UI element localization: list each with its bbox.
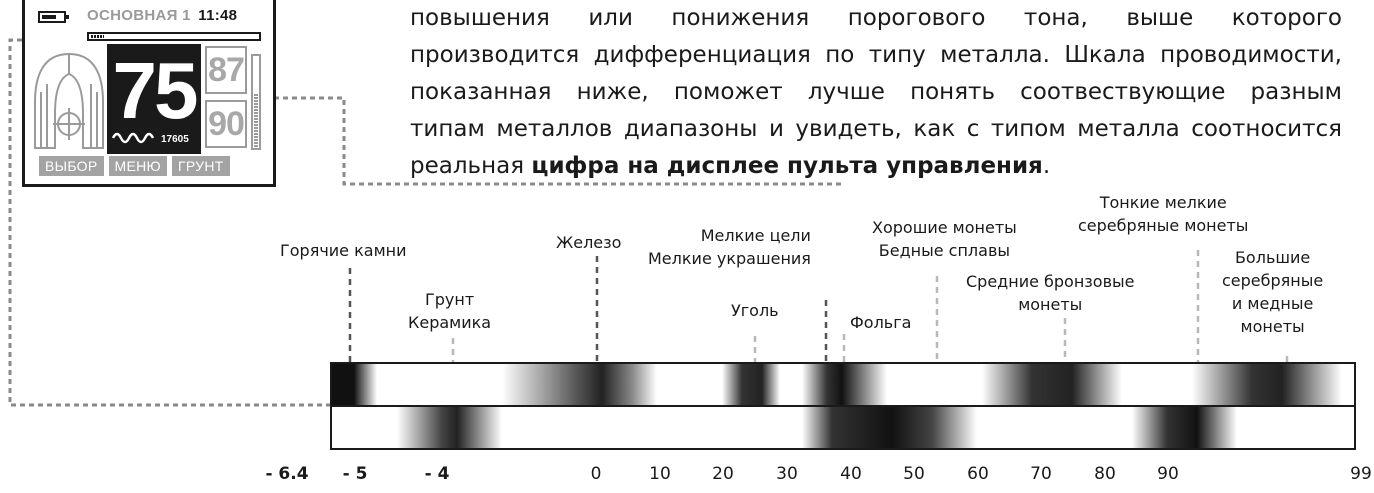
- label-bronze-2: монеты: [1018, 295, 1083, 314]
- tick-label: 90: [1157, 464, 1179, 484]
- label-hot-rocks: Горячие камни: [280, 241, 407, 260]
- label-iron: Железо: [556, 233, 622, 252]
- tick-label: 10: [649, 464, 671, 484]
- tick-label: 80: [1094, 464, 1116, 484]
- label-big-coins: Большие серебряные и медные монеты: [1222, 246, 1323, 338]
- paragraph-suffix: .: [1042, 153, 1051, 179]
- target-id-number: 75: [112, 46, 199, 135]
- label-poor-alloys: Бедные сплавы: [878, 241, 1011, 260]
- conductivity-bar-ferrous: [330, 362, 1356, 407]
- mode-label: ОСНОВНАЯ 1 11:48: [87, 7, 237, 24]
- label-big-3: и медные: [1231, 294, 1314, 313]
- tick-label: - 5: [342, 464, 368, 484]
- paragraph-line: типам металлов диапазоны и увидеть, как …: [410, 116, 1342, 142]
- sensitivity-bar: [87, 32, 261, 41]
- depth-fill: [254, 94, 258, 147]
- detector-display: ОСНОВНАЯ 1 11:48 75 17605 87 90 ВЫБОР МЕ…: [22, 0, 276, 187]
- menu-menu: МЕНЮ: [108, 156, 167, 176]
- display-header: ОСНОВНАЯ 1 11:48: [33, 5, 269, 27]
- tick-label: 20: [712, 464, 734, 484]
- label-bronze-1: Средние бронзовые: [966, 272, 1135, 291]
- tick-label: 60: [967, 464, 989, 484]
- label-thin-silver-coins: Тонкие мелкие серебряные монеты: [1078, 191, 1248, 237]
- menu-ground: ГРУНТ: [171, 156, 230, 176]
- label-good-coins: Хорошие монеты Бедные сплавы: [872, 216, 1017, 262]
- paragraph-line: производится дифференциация по типу мета…: [410, 42, 1342, 68]
- label-big-1: Большие: [1234, 248, 1311, 267]
- device-to-text-connector: [238, 96, 842, 186]
- mode-name: ОСНОВНАЯ 1: [87, 7, 191, 24]
- conductivity-bar-nonferrous: [330, 405, 1356, 450]
- target-id-box: 75 17605: [107, 44, 201, 154]
- tick-label: 30: [776, 464, 798, 484]
- label-small-jewelry: Мелкие украшения: [648, 249, 811, 268]
- depth-bar: [251, 54, 261, 150]
- clock: 11:48: [198, 7, 238, 24]
- label-ground-ceramics: Грунт Керамика: [408, 288, 491, 334]
- paragraph-line: повышения или понижения порогового тона,…: [410, 5, 1342, 31]
- lower-readout: 90: [205, 100, 247, 148]
- tick-label: 0: [590, 464, 602, 484]
- label-big-4: монеты: [1240, 317, 1305, 336]
- label-big-2: серебряные: [1222, 271, 1324, 290]
- label-small-targets-1: Мелкие цели: [700, 226, 811, 245]
- upper-readout: 87: [205, 46, 247, 94]
- target-coil-icon: [34, 52, 104, 149]
- paragraph-emphasis: цифра на дисплее пульта управления: [531, 153, 1043, 179]
- frequency-readout: 17605: [161, 134, 189, 145]
- label-foil: Фольга: [850, 313, 912, 332]
- tick-label: 40: [840, 464, 862, 484]
- paragraph-line: показанная ниже, поможет лучше понять со…: [410, 79, 1342, 105]
- label-good-coins-1: Хорошие монеты: [872, 218, 1017, 237]
- battery-icon: [38, 11, 69, 23]
- tick-label: 50: [903, 464, 925, 484]
- wave-icon: [111, 132, 155, 144]
- label-thin-1: Тонкие мелкие: [1099, 193, 1227, 212]
- display-menu: ВЫБОР МЕНЮ ГРУНТ: [39, 156, 230, 176]
- menu-select: ВЫБОР: [39, 156, 104, 176]
- tick-label: 99: [1350, 464, 1372, 484]
- label-bronze-coins: Средние бронзовые монеты: [966, 270, 1135, 316]
- tick-label: - 4: [424, 464, 450, 484]
- sensitivity-fill: [91, 35, 105, 38]
- paragraph-prefix: реальная: [410, 153, 532, 179]
- paragraph-line-last: реальная цифра на дисплее пульта управле…: [410, 148, 1342, 185]
- label-coal: Уголь: [731, 301, 779, 320]
- tick-label: - 6.4: [265, 464, 309, 484]
- label-thin-2: серебряные монеты: [1078, 216, 1249, 235]
- description-paragraph: повышения или понижения порогового тона,…: [410, 0, 1342, 185]
- label-small-targets: Мелкие цели Мелкие украшения: [648, 224, 811, 270]
- tick-label: 70: [1030, 464, 1052, 484]
- label-ground: Грунт: [424, 290, 475, 309]
- label-ceramics: Керамика: [408, 313, 492, 332]
- battery-level: [42, 15, 56, 19]
